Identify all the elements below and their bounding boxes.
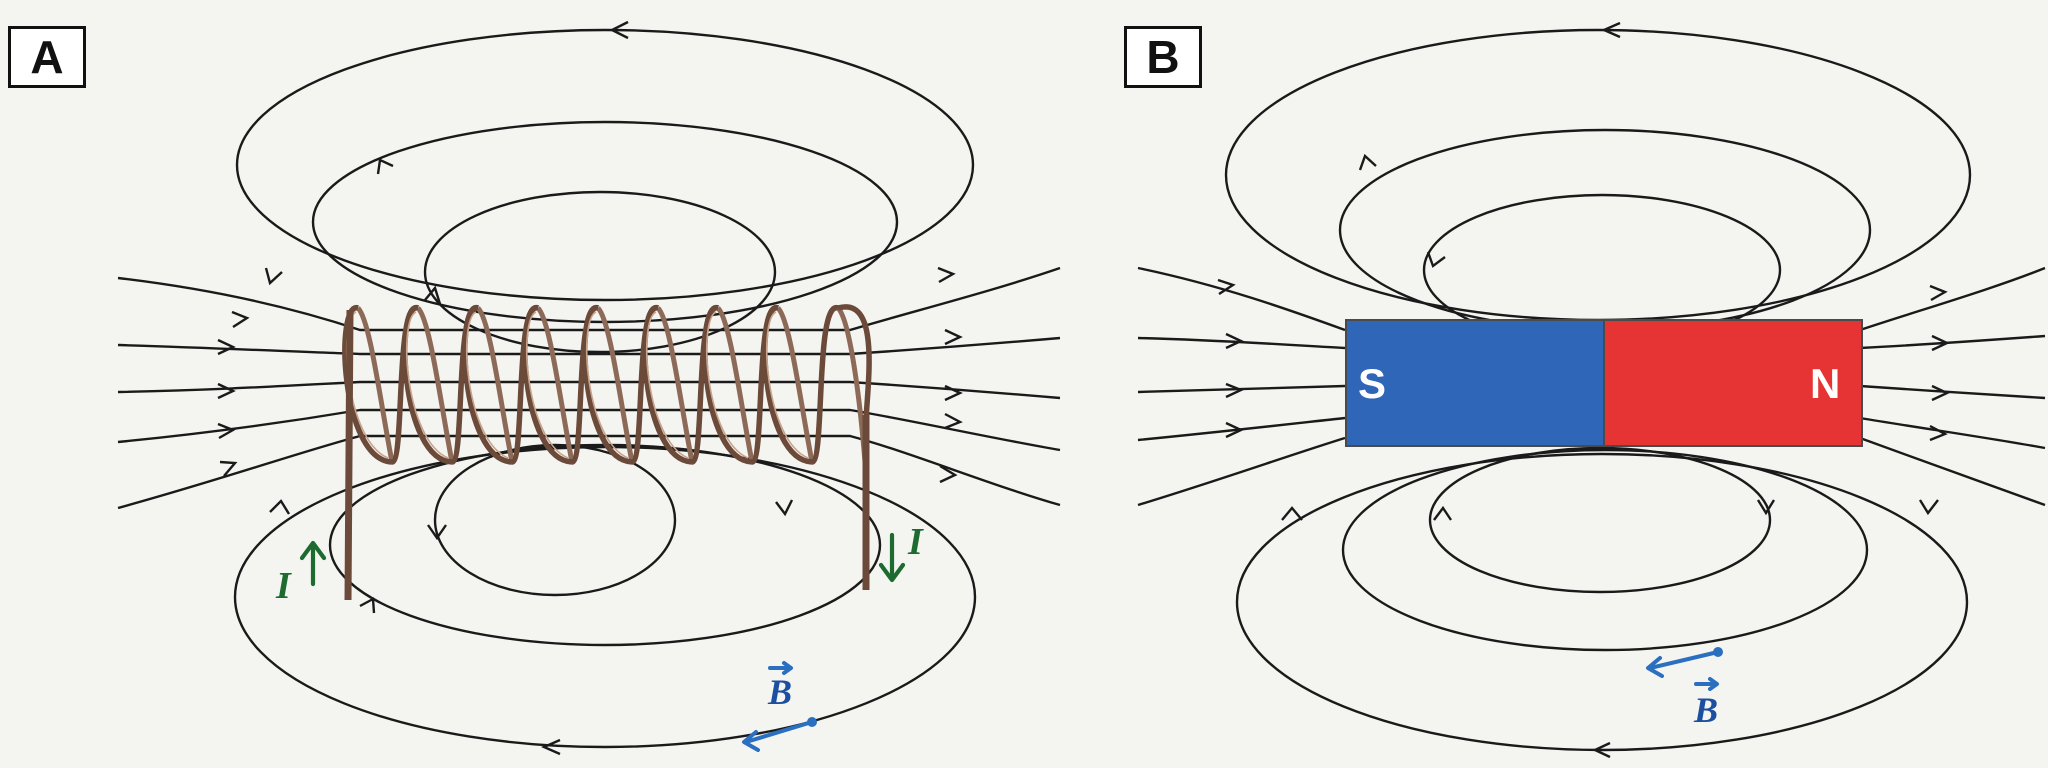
field-loop-bottom-inner <box>433 443 677 597</box>
solenoid-field-arrows <box>217 20 963 756</box>
axial-line-3 <box>117 380 1061 400</box>
south-pole <box>1345 319 1605 447</box>
b-vector-label: B <box>1693 690 1718 730</box>
b-vector-overarrow <box>1694 677 1719 691</box>
arrow-down-left <box>264 267 283 286</box>
magnet-axial-lines <box>1137 266 2046 507</box>
arrow-down <box>427 524 447 541</box>
current-indicator-left: I <box>275 540 327 607</box>
field-loop-bottom-outer <box>1235 452 1969 752</box>
field-vector-magnet: B <box>1646 647 1723 730</box>
magnet-field-loops <box>1224 28 1972 752</box>
current-arrow-up <box>299 540 327 587</box>
b-vector-label: B <box>767 672 792 712</box>
axial-line-2 <box>117 336 1061 356</box>
b-vector-overarrow <box>768 661 793 675</box>
arrow-right <box>217 382 236 400</box>
field-loop-bottom-middle <box>1341 448 1869 652</box>
b-vector-arrow <box>1646 650 1720 678</box>
arrow-right <box>944 412 963 430</box>
b-vector-arrow <box>742 720 814 752</box>
arrow-right <box>217 422 236 440</box>
current-label-right: I <box>907 521 924 563</box>
field-loop-top-outer <box>235 28 975 302</box>
field-loop-top-outer <box>1224 28 1972 322</box>
north-pole <box>1603 319 1863 447</box>
b-vector-origin <box>807 717 817 727</box>
arrow-right <box>937 266 956 284</box>
magnet-field-arrows <box>1217 21 1950 759</box>
bar-magnet-diagram: S N B <box>1137 21 2046 759</box>
arrow-right <box>939 464 958 484</box>
axial-line-1 <box>117 266 1061 332</box>
arrow-left <box>609 20 629 40</box>
arrow-right <box>944 328 963 346</box>
current-label-left: I <box>275 565 292 607</box>
field-loop-top-middle <box>311 120 899 324</box>
south-pole-label: S <box>1358 360 1386 407</box>
b-vector-origin <box>1713 647 1723 657</box>
current-indicator-right: I <box>878 521 924 583</box>
axial-line-4 <box>117 408 1061 452</box>
current-arrow-down <box>878 532 906 583</box>
arrow-up <box>359 597 376 614</box>
arrow-right <box>231 310 250 329</box>
solenoid-field-loops <box>233 28 977 749</box>
panel-label-a: A <box>8 26 86 88</box>
field-vector-solenoid: B <box>742 661 817 752</box>
arrow-left <box>541 738 561 756</box>
coil-lead-left <box>344 309 354 601</box>
arrow-right <box>217 338 236 356</box>
field-loop-bottom-inner <box>1428 446 1772 594</box>
field-loop-bottom-middle <box>328 443 882 647</box>
north-pole-label: N <box>1810 360 1840 407</box>
arrow-right <box>944 384 963 402</box>
panel-label-b: B <box>1124 26 1202 88</box>
bar-magnet: S N <box>1345 319 1863 447</box>
arrow-down-left <box>424 285 442 305</box>
arrow-right <box>219 460 238 477</box>
arrow-down <box>775 499 794 517</box>
field-loop-top-inner <box>423 190 777 354</box>
arrow-down-left <box>376 158 394 175</box>
solenoid-diagram: I I B <box>117 20 1061 756</box>
arrow-up <box>269 499 291 515</box>
coil <box>342 304 872 601</box>
